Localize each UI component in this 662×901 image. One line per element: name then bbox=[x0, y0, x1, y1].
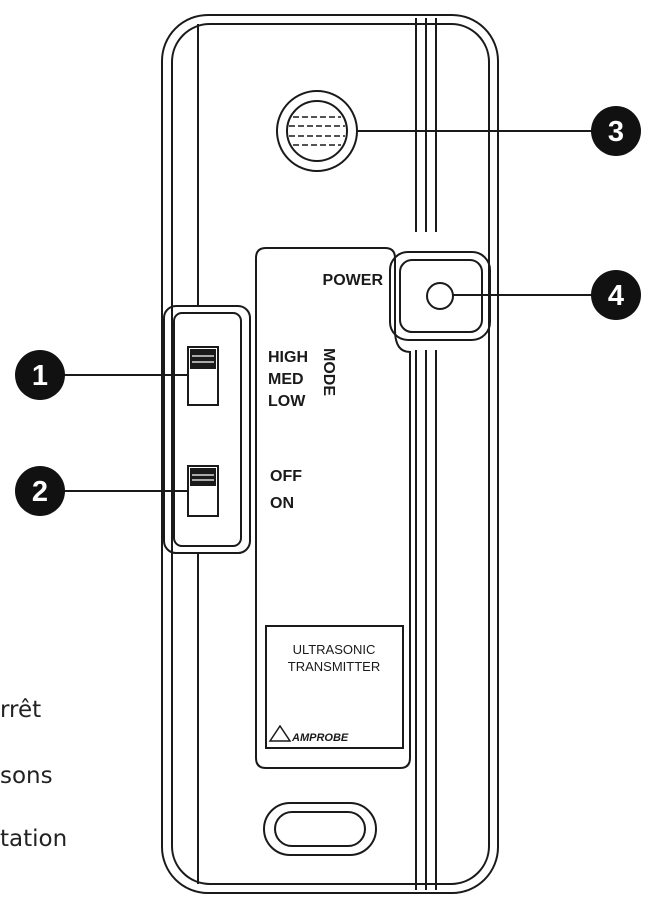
side-text-line-2: sons bbox=[0, 763, 53, 789]
callout-number-4: 4 bbox=[608, 280, 624, 312]
device-housing-inner bbox=[171, 23, 490, 885]
switch-option-on: ON bbox=[270, 495, 294, 512]
mode-switch-knob[interactable] bbox=[190, 349, 216, 369]
mode-option-med: MED bbox=[268, 371, 304, 388]
name-plate-line-1: ULTRASONIC bbox=[293, 642, 376, 657]
switch-option-off: OFF bbox=[270, 468, 302, 485]
front-label-panel bbox=[255, 247, 411, 769]
device-housing-outer bbox=[161, 14, 499, 894]
callout-number-1: 1 bbox=[32, 360, 48, 392]
name-plate bbox=[265, 625, 404, 749]
callout-number-3: 3 bbox=[608, 116, 624, 148]
name-plate-line-2: TRANSMITTER bbox=[288, 659, 380, 674]
power-label: POWER bbox=[323, 272, 384, 289]
brand-logo: AMPROBE bbox=[291, 732, 349, 744]
callout-3: 3 bbox=[591, 106, 641, 156]
callout-2: 2 bbox=[15, 466, 65, 516]
ultrasonic-transducer-outer bbox=[276, 90, 358, 172]
callout-number-2: 2 bbox=[32, 476, 48, 508]
switch-recess bbox=[163, 305, 251, 554]
callout-1: 1 bbox=[15, 350, 65, 400]
brand-logo-icon bbox=[268, 724, 292, 742]
power-button[interactable] bbox=[426, 282, 454, 310]
mode-label: MODE bbox=[320, 348, 337, 396]
mode-option-low: LOW bbox=[268, 393, 306, 410]
power-switch-knob[interactable] bbox=[190, 468, 216, 486]
callout-4: 4 bbox=[591, 270, 641, 320]
bottom-slot-outer bbox=[263, 802, 377, 856]
side-text-line-3: tation bbox=[0, 826, 68, 852]
mode-option-high: HIGH bbox=[268, 349, 308, 366]
switch-recess-inner bbox=[173, 312, 242, 547]
bottom-slot-inner bbox=[274, 811, 366, 847]
side-text-line-1: rrêt bbox=[0, 697, 42, 723]
ultrasonic-transducer-inner bbox=[286, 100, 348, 162]
